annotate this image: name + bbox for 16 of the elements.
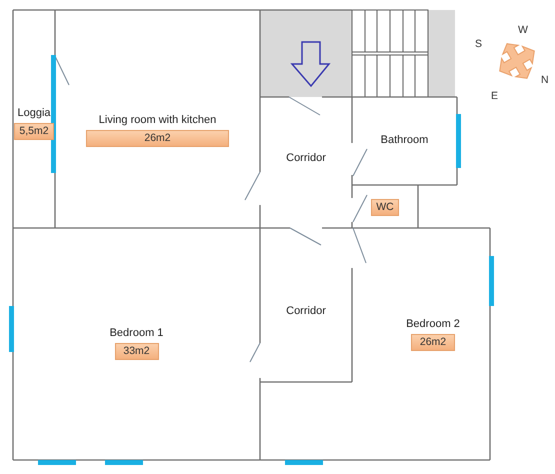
room-name: Loggia: [17, 107, 51, 120]
area-badge: 26m2: [411, 334, 455, 351]
room-name: Corridor: [286, 152, 326, 165]
room-name: Corridor: [286, 305, 326, 318]
compass-label: S: [475, 38, 482, 50]
area-badge: 33m2: [114, 343, 158, 360]
room-name: Bedroom 1: [110, 327, 164, 340]
area-badge: 5,5m2: [14, 123, 54, 140]
room-name: Bedroom 2: [406, 318, 460, 331]
compass-label: W: [518, 24, 528, 36]
compass-label: N: [541, 74, 549, 86]
room-name: Living room with kitchen: [98, 114, 216, 127]
room-name: Bathroom: [380, 134, 428, 147]
area-badge: 26m2: [86, 130, 229, 147]
area-badge: WC: [371, 199, 399, 216]
compass-label: E: [491, 90, 498, 102]
